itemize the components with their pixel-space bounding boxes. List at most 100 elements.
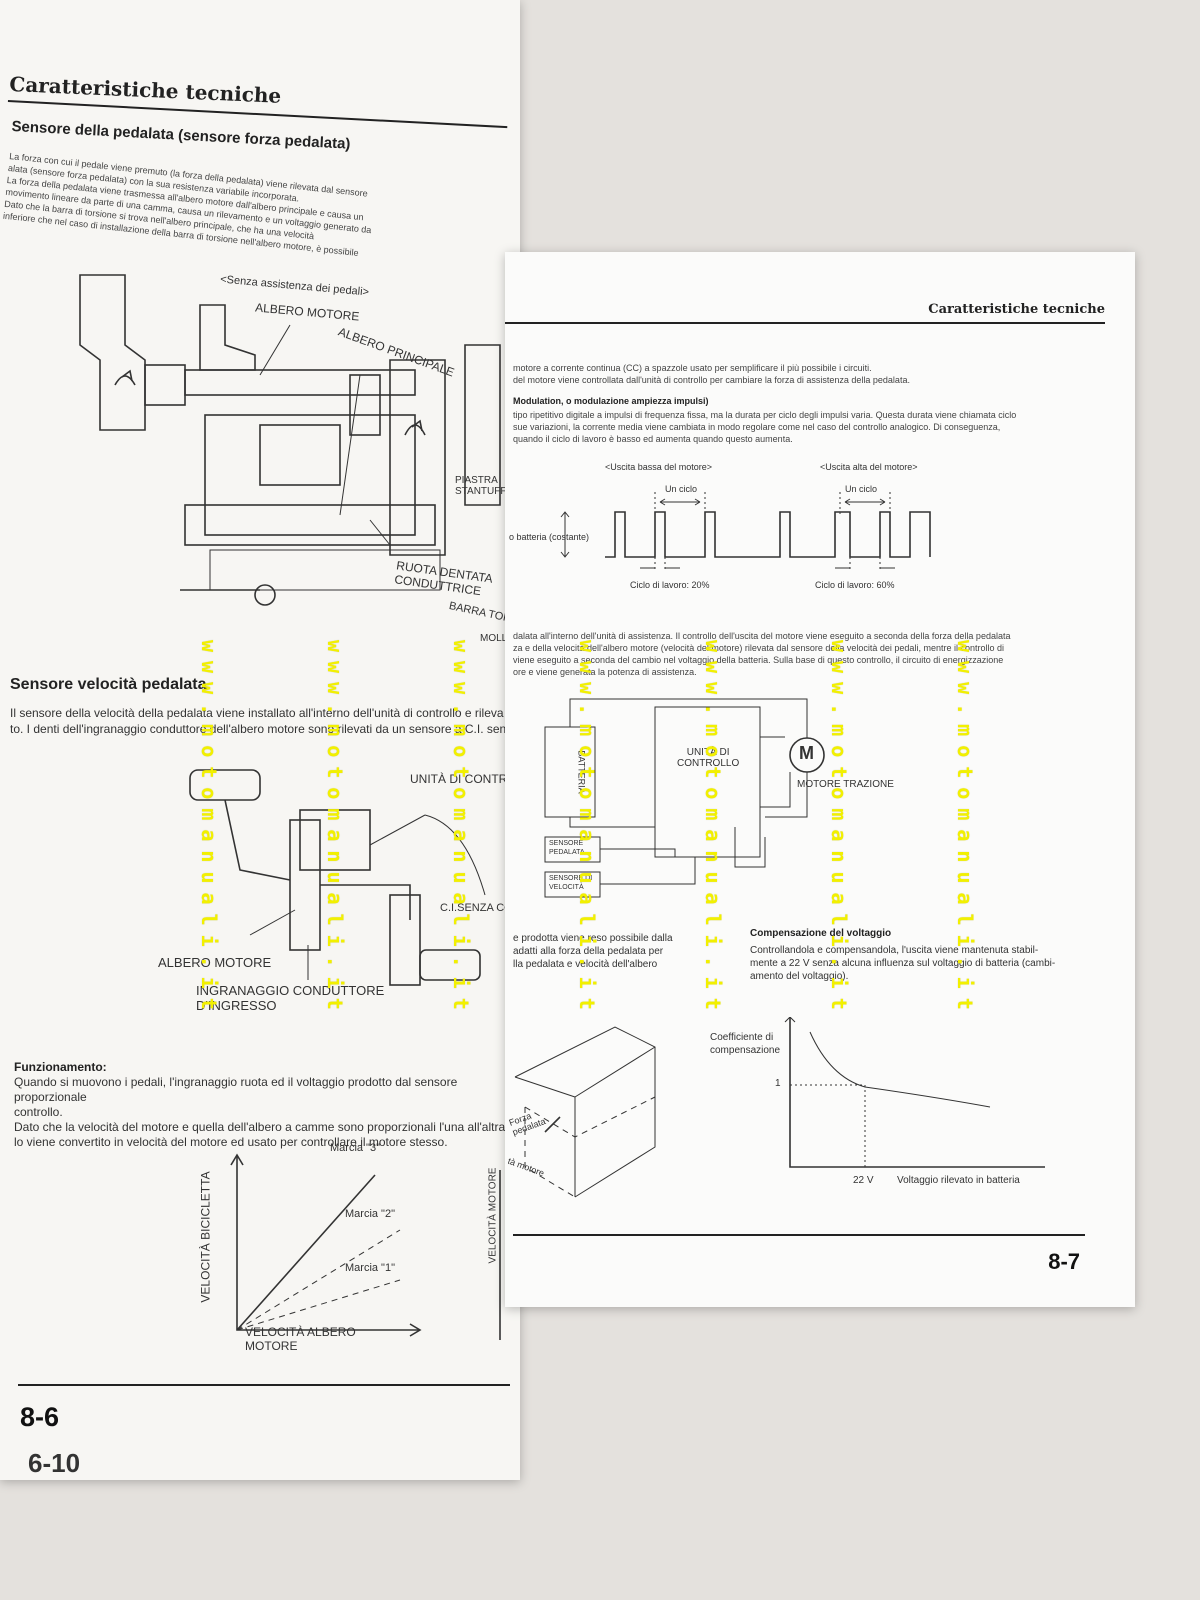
xlabel-line: MOTORE [245,1339,298,1353]
ingr-line: INGRANAGGIO CONDUTTORE [196,983,385,998]
left-footer-rule [18,1384,510,1386]
under-page-number: 6-10 [28,1448,81,1478]
ylabel-line: Coefficiente di [710,1032,774,1043]
pwm-cycle-high: Un ciclo [845,484,878,494]
right-header-rule [505,322,1105,324]
func-line: Dato che la velocità del motore e quella… [14,1120,506,1134]
pwm-line: quando il ciclo di lavoro è basso ed aum… [513,434,793,444]
graph-ylabel2: VELOCITÀ MOTORE [487,1167,499,1264]
func-line: controllo. [14,1105,63,1119]
comp-graph-22v: 22 V [853,1175,874,1186]
compensation-graph: Coefficiente di compensazione 1 22 V Vol… [705,1016,1085,1207]
pwm-title: Modulation, o modulazione ampiezza impul… [513,396,709,406]
watermark: www.motomanuali.it [323,640,347,1019]
pwm-high-title: <Uscita alta del motore> [820,462,918,472]
ylabel-line: compensazione [710,1045,781,1056]
sens-vel-line: VELOCITÀ [549,884,584,891]
box-3d-diagram: Forza pedalata tà motore [505,1017,675,1207]
comp-graph-ylabel: Coefficiente di compensazione [710,1031,780,1057]
comp-text: Controllandola e compensandola, l'uscita… [750,944,1100,983]
pwm-cycle-low: Un ciclo [665,484,698,494]
comp-line: Controllandola e compensandola, l'uscita… [750,945,1039,956]
ctrl-line: za e della velocità dell'albero motore (… [513,643,1004,653]
bottom-left-text: e prodotta viene reso possibile dalla ad… [513,932,713,971]
comp-line: mente a 22 V senza alcuna influenza sul … [750,958,1056,969]
ingr-line: D'INGRESSO [196,998,277,1013]
gear2-label: Marcia "2" [345,1208,395,1220]
pwm-waveform [560,492,931,572]
motor-symbol: M [799,743,814,763]
pwm-text: tipo ripetitivo digitale a impulsi di fr… [513,409,1123,445]
sens-ped-line: SENSORE [549,840,584,847]
func-text: Quando si muovono i pedali, l'ingranaggi… [14,1075,514,1150]
torque-sensor-diagram: <Senza assistenza dei pedali> ALBERO MOT… [60,265,546,645]
graph-ylabel: VELOCITÀ BICICLETTA [198,1171,213,1303]
section1-text: La forza con cui il pedale viene premuto… [2,150,527,276]
watermark: www.motomanuali.it [575,640,599,1019]
section2-text: Il sensore della velocità della pedalata… [10,705,525,737]
label-motore-trazione: MOTORE TRAZIONE [797,779,894,790]
pwm-battery-label: o batteria (costante) [509,532,590,542]
piastra-line: PIASTRA [455,475,498,486]
right-page: Caratteristiche tecniche motore a corren… [505,252,1135,1307]
intro-text: motore a corrente continua (CC) a spazzo… [513,362,1113,386]
xlabel-line: VELOCITÀ ALBERO [245,1325,356,1339]
box-3d-drawing [514,1026,656,1198]
ctrl-line: dalata all'interno dell'unità di assiste… [513,631,1011,641]
func-title: Funzionamento: [14,1060,107,1074]
gear-graph-drawing [230,1153,501,1340]
ctrl-line: ore e viene generata la potenza di assis… [513,667,697,677]
label-piastra: PIASTRA STANTUFFO [455,475,514,497]
watermark: www.motomanuali.it [449,640,473,1019]
left-page: Caratteristiche tecniche Sensore della p… [0,0,550,1480]
bl-line: lla pedalata e velocità dell'albero [513,959,658,970]
pwm-duty-high: Ciclo di lavoro: 60% [815,580,895,590]
pwm-line: tipo ripetitivo digitale a impulsi di fr… [513,410,1017,420]
func-line: lo viene convertito in velocità del moto… [14,1135,448,1149]
watermark: www.motomanuali.it [197,640,221,1019]
pwm-duty-low: Ciclo di lavoro: 20% [630,580,710,590]
label-molla: MOLLA [480,633,514,644]
pwm-diagram: <Uscita bassa del motore> <Uscita alta d… [505,462,1135,597]
func-line: Quando si muovono i pedali, l'ingranaggi… [14,1075,458,1104]
section1-title: Sensore della pedalata (sensore forza pe… [11,118,351,153]
comp-graph-xlabel: Voltaggio rilevato in batteria [897,1175,1020,1186]
gear3-label: Marcia "3" [330,1142,380,1154]
bl-line: adatti alla forza della pedalata per [513,946,664,957]
label-sensore-pedalata: SENSORE PEDALATA [549,839,585,857]
sens-vel-line: SENSORE DI [549,875,593,882]
s2-line: Il sensore della velocità della pedalata… [10,706,504,720]
control-text: dalata all'interno dell'unità di assiste… [513,630,1123,678]
torque-sensor-drawing [79,274,501,606]
graph-xlabel: VELOCITÀ ALBERO MOTORE [245,1325,356,1353]
ctrl-line: viene eseguito a seconda del cambio nel … [513,655,1004,665]
s2-line: to. I denti dell'ingranaggio conduttore … [10,722,519,736]
control-block-diagram: BATTERIA UNITÀ DI CONTROLLO M MOTORE TRA… [535,687,955,917]
label-albero-motore-2: ALBERO MOTORE [158,955,272,970]
pwm-line: sue variazioni, la corrente media viene … [513,422,1001,432]
piastra-line: STANTUFFO [455,486,515,497]
bl-line: e prodotta viene reso possibile dalla [513,933,673,944]
unita-line: UNITÀ DI [686,747,730,758]
speed-sensor-drawing [189,769,486,986]
watermark: www.motomanuali.it [953,640,977,1019]
control-block-drawing [544,698,825,898]
intro-line: del motore viene controllata dall'unità … [513,375,910,385]
gear-graph: Marcia "3" Marcia "2" Marcia "1" VELOCIT… [198,1140,520,1370]
unita-line: CONTROLLO [677,758,740,769]
section2-title: Sensore velocità pedalata [10,676,207,693]
watermark: www.motomanuali.it [827,640,851,1019]
comp-title: Compensazione del voltaggio [750,928,892,939]
label-sensore-velocita: SENSORE DI VELOCITÀ [549,874,592,892]
label-ingranaggio: INGRANAGGIO CONDUTTORE D'INGRESSO [196,983,384,1013]
label-unita: UNITÀ DI CONTROLLO [677,747,739,769]
right-header: Caratteristiche tecniche [928,302,1105,317]
left-page-number: 8-6 [20,1402,60,1432]
pwm-low-title: <Uscita bassa del motore> [605,462,713,472]
right-footer-rule [513,1234,1085,1236]
comp-graph-y1: 1 [775,1078,781,1089]
gear1-label: Marcia "1" [345,1262,395,1274]
watermark: www.motomanuali.it [701,640,725,1019]
compensation-graph-drawing [784,1016,1045,1168]
comp-line: amento del voltaggio). [750,971,849,982]
